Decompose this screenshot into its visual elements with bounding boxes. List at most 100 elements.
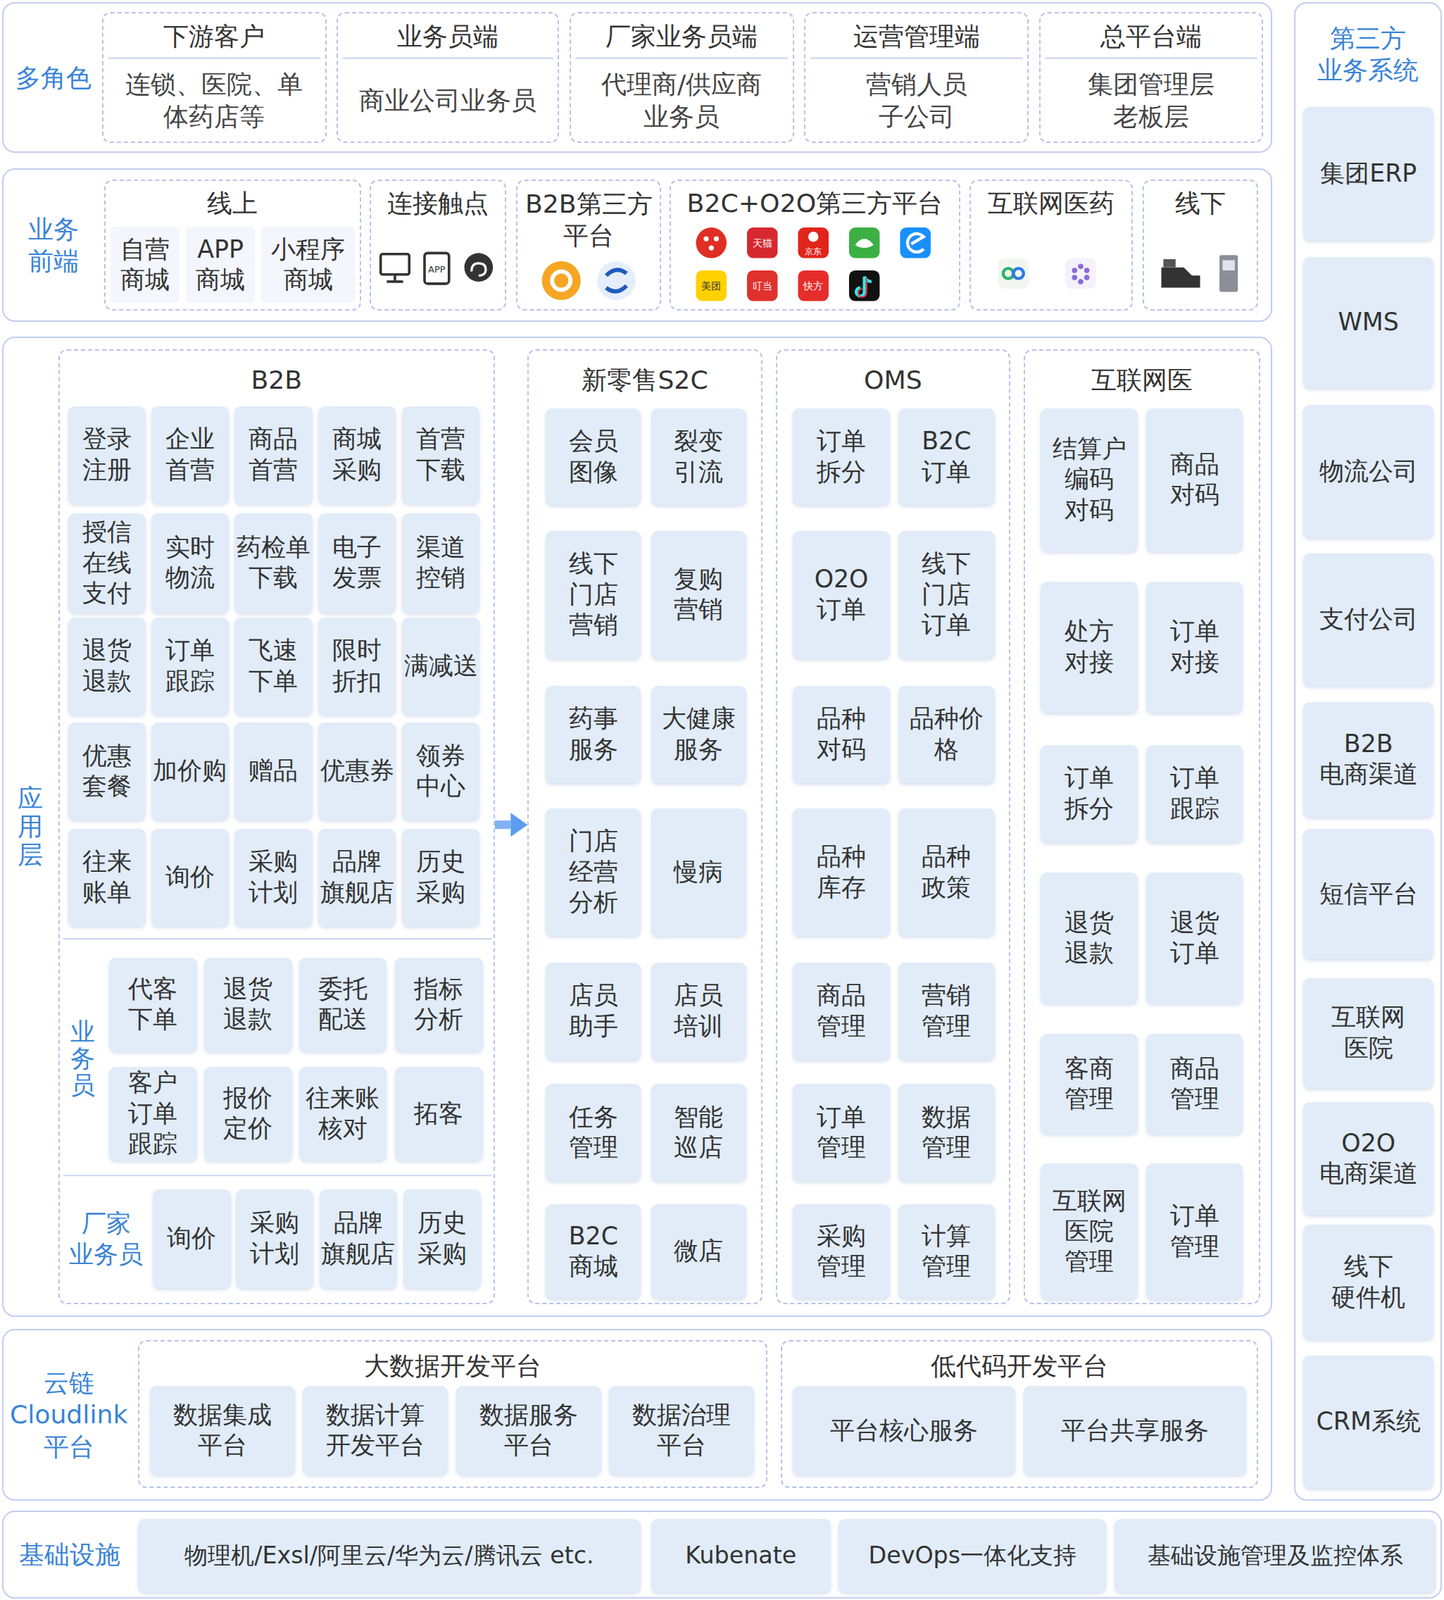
text-area: 询价 — [152, 1189, 231, 1289]
text-area: 历史 采购 — [402, 828, 480, 926]
box-text: 支付公司 — [1319, 604, 1418, 635]
feature-box: 客户 订单 跟踪 — [109, 1066, 198, 1161]
icon-shape — [858, 277, 867, 298]
feature-box: 药事 服务 — [545, 685, 641, 783]
feature-box: 复购 营销 — [651, 530, 747, 659]
feature-box: 客商 管理 — [1040, 1033, 1138, 1134]
text-area: 互联网 医院 管理 — [1040, 1163, 1138, 1299]
feature-box: 营销 管理 — [898, 962, 996, 1060]
text-area: 互联网医药 — [970, 180, 1132, 226]
text-area: 客户 订单 跟踪 — [109, 1066, 198, 1161]
box-text: 登录 注册 — [70, 423, 144, 486]
box-text: 计算 管理 — [900, 1220, 994, 1283]
box-text: 拓客 — [413, 1098, 464, 1129]
box-text: 采购 计划 — [237, 1207, 312, 1269]
icon-shape — [1065, 258, 1096, 289]
module-group: 线下 — [1142, 179, 1259, 311]
icon-shape — [108, 57, 321, 60]
text-area: 处方 对接 — [1040, 581, 1138, 713]
text-area: 裂变 引流 — [651, 408, 747, 506]
text-area: 代客 下单 — [109, 957, 198, 1052]
text-area: 店员 助手 — [545, 962, 641, 1060]
role-section: 业务员代客 下单退货 退款委托 配送指标 分析客户 订单 跟踪报价 定价往来账 … — [61, 944, 495, 1172]
logo-text: 叮当 — [752, 280, 773, 292]
feature-box: 退货 退款 — [204, 957, 293, 1052]
box-text: 品牌 旗舰店 — [321, 1207, 395, 1269]
feature-box: 互联网 医院 管理 — [1040, 1163, 1138, 1299]
role-group: 运营管理端营销人员 子公司 — [804, 11, 1029, 143]
feature-box: 互联网 医院 — [1303, 977, 1435, 1089]
box-text: 集团ERP — [1320, 158, 1417, 189]
box-text: 采购 计划 — [236, 846, 310, 908]
group-title: 互联网医药 — [987, 187, 1115, 219]
text-area: B2C 订单 — [898, 408, 996, 506]
text-area: 自营 商城 — [110, 226, 181, 304]
module-group: OMS订单 拆分B2C 订单O2O 订单线下 门店 订单品种 对码品种价 格品种… — [775, 349, 1011, 1305]
box-text: 数据服务 平台 — [458, 1399, 600, 1461]
feature-box: 商城 采购 — [318, 406, 396, 504]
feature-box: 店员 培训 — [651, 962, 747, 1060]
role-text: 营销人员 子公司 — [839, 68, 993, 133]
text-area: CRM系统 — [1303, 1355, 1435, 1488]
feature-box: 历史 采购 — [403, 1189, 481, 1289]
feature-box: 数据计算 开发平台 — [302, 1385, 448, 1475]
box-text: 商品 管理 — [1148, 1053, 1242, 1115]
box-text: 采购 管理 — [794, 1220, 888, 1283]
feature-box: 电子 发票 — [318, 513, 396, 613]
icon-shape — [386, 280, 403, 284]
box-text: 商城 采购 — [320, 423, 394, 486]
icon-shape — [1084, 267, 1090, 274]
feature-box: 拓客 — [394, 1066, 483, 1161]
text-area: 线下 — [1144, 180, 1257, 226]
logo-text: 快方 — [803, 280, 824, 292]
text-area: 会员 图像 — [545, 408, 641, 506]
feature-box: 领券 中心 — [402, 722, 480, 820]
role-text: 商业公司业务员 — [359, 84, 537, 117]
text-area: 渠道 控销 — [402, 513, 480, 613]
box-text: 询价 — [166, 1222, 217, 1254]
box-text: 限时 折扣 — [320, 635, 394, 697]
text-area: 询价 — [151, 828, 229, 926]
feature-box: 订单 拆分 — [1040, 744, 1138, 843]
feature-box: 往来 账单 — [68, 828, 146, 926]
icon-shape — [808, 231, 819, 242]
feature-box: 订单 管理 — [1146, 1163, 1244, 1299]
feature-box: 委托 配送 — [299, 957, 388, 1052]
group-title: B2B — [250, 363, 303, 396]
box-text: 飞速 下单 — [236, 635, 310, 697]
icon-shape — [907, 233, 924, 253]
icon-shape — [471, 263, 486, 276]
role-text: 代理商/供应商 业务员 — [579, 68, 784, 133]
box-text: 优惠 套餐 — [70, 740, 144, 802]
feature-box: 首营 下载 — [402, 406, 480, 504]
box-text: 历史 采购 — [404, 846, 478, 908]
text-area: 订单 拆分 — [1040, 744, 1138, 843]
text-area: 企业 首营 — [151, 406, 229, 504]
text-area: 飞速 下单 — [234, 617, 312, 715]
text-area: 商品 首营 — [234, 406, 312, 504]
box-text: 品种价 格 — [900, 703, 994, 765]
box-text: 结算户 编码 对码 — [1042, 433, 1136, 526]
text-area: B2B 电商渠道 — [1303, 701, 1435, 816]
icon-shape — [855, 238, 874, 248]
icon-shape — [849, 270, 880, 301]
feature-box: 订单 拆分 — [792, 408, 890, 506]
text-area: 多角色 — [3, 3, 104, 153]
text-area: 限时 折扣 — [318, 617, 396, 715]
text-area: DevOps一体化支持 — [838, 1518, 1107, 1592]
box-text: 平台核心服务 — [830, 1415, 978, 1446]
box-text: B2C 商城 — [547, 1220, 639, 1283]
module-group: 互联网医药 — [969, 179, 1133, 311]
box-text: 数据集成 平台 — [152, 1399, 293, 1461]
feature-box: 历史 采购 — [402, 828, 480, 926]
text-area: 微店 — [651, 1203, 747, 1298]
box-text: B2C 订单 — [900, 425, 994, 488]
text-area: 采购 管理 — [792, 1203, 890, 1298]
layer-band: 业务 前端线上自营 商城APP 商城小程序 商城连接触点B2B第三方 平台B2C… — [2, 168, 1273, 322]
text-area: 品种 库存 — [792, 808, 890, 936]
text-area: 订单 跟踪 — [1146, 744, 1244, 843]
icon-shape — [1013, 268, 1023, 279]
box-text: 互联网 医院 — [1312, 1001, 1425, 1064]
role-text: 集团管理层 老板层 — [1049, 68, 1254, 133]
feature-box: 大健康 服务 — [651, 685, 747, 783]
